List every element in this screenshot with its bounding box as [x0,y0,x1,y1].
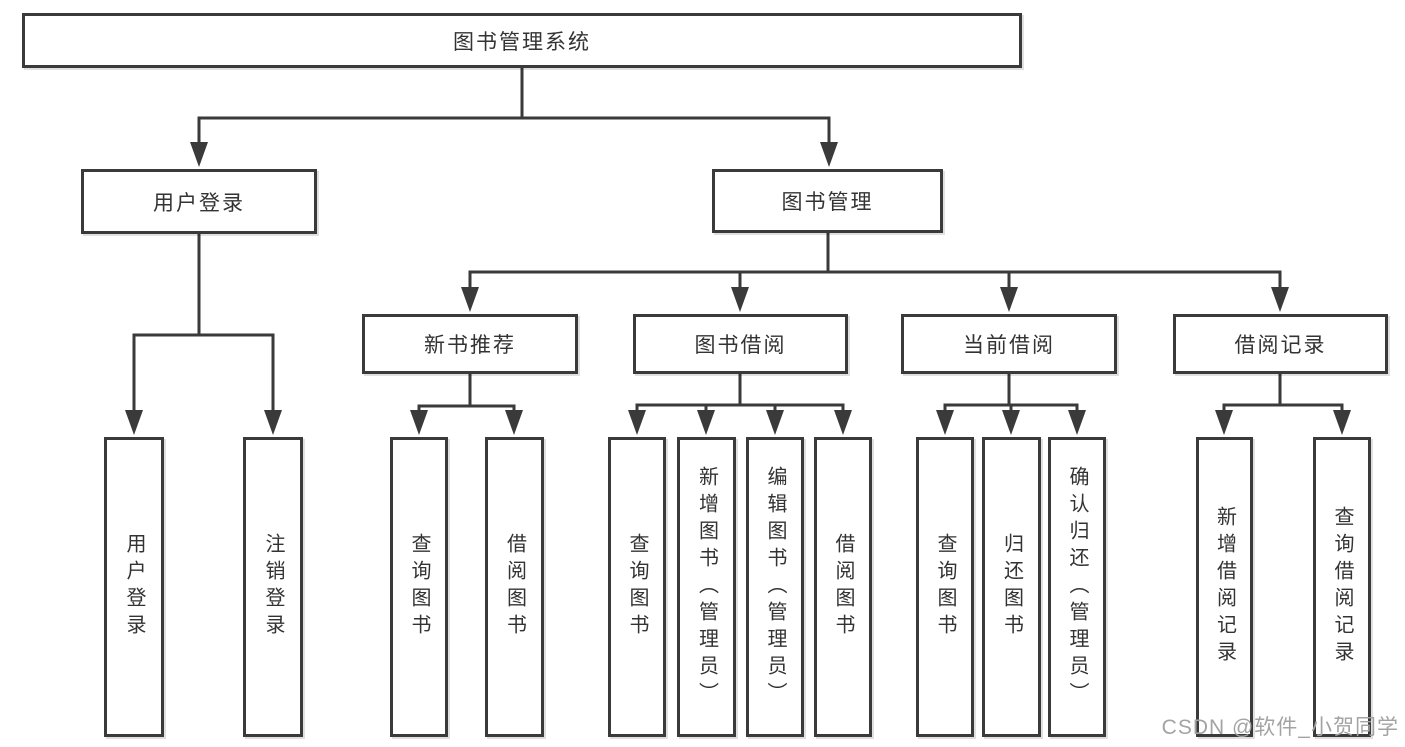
leaf-user-login: 用户登录 [104,437,164,737]
leaf-query-books-current: 查询图书 [916,437,974,737]
csdn-watermark: CSDN @软件_小贺同学 [1161,716,1399,739]
node-current-borrowing: 当前借阅 [901,314,1117,374]
node-user-login: 用户登录 [81,169,317,234]
node-book-borrowing: 图书借阅 [633,314,848,374]
leaf-query-books-borrowing: 查询图书 [608,437,666,737]
leaf-add-borrow-record: 新增借阅记录 [1196,437,1253,737]
leaf-return-books: 归还图书 [982,437,1041,737]
node-root: 图书管理系统 [22,13,1022,68]
leaf-logout: 注销登录 [243,437,303,737]
leaf-borrow-books-borrowing: 借阅图书 [814,437,872,737]
leaf-confirm-return-admin: 确认归还（管理员） [1048,437,1106,737]
leaf-borrow-books-recommend: 借阅图书 [485,437,544,737]
leaf-query-books-recommend: 查询图书 [390,437,448,737]
leaf-add-books-admin: 新增图书（管理员） [677,437,736,737]
node-borrowing-records: 借阅记录 [1173,314,1388,374]
node-book-management: 图书管理 [712,169,943,233]
leaf-query-borrow-record: 查询借阅记录 [1313,437,1371,737]
leaf-edit-books-admin: 编辑图书（管理员） [746,437,804,737]
node-new-book-recommendation: 新书推荐 [362,314,578,374]
